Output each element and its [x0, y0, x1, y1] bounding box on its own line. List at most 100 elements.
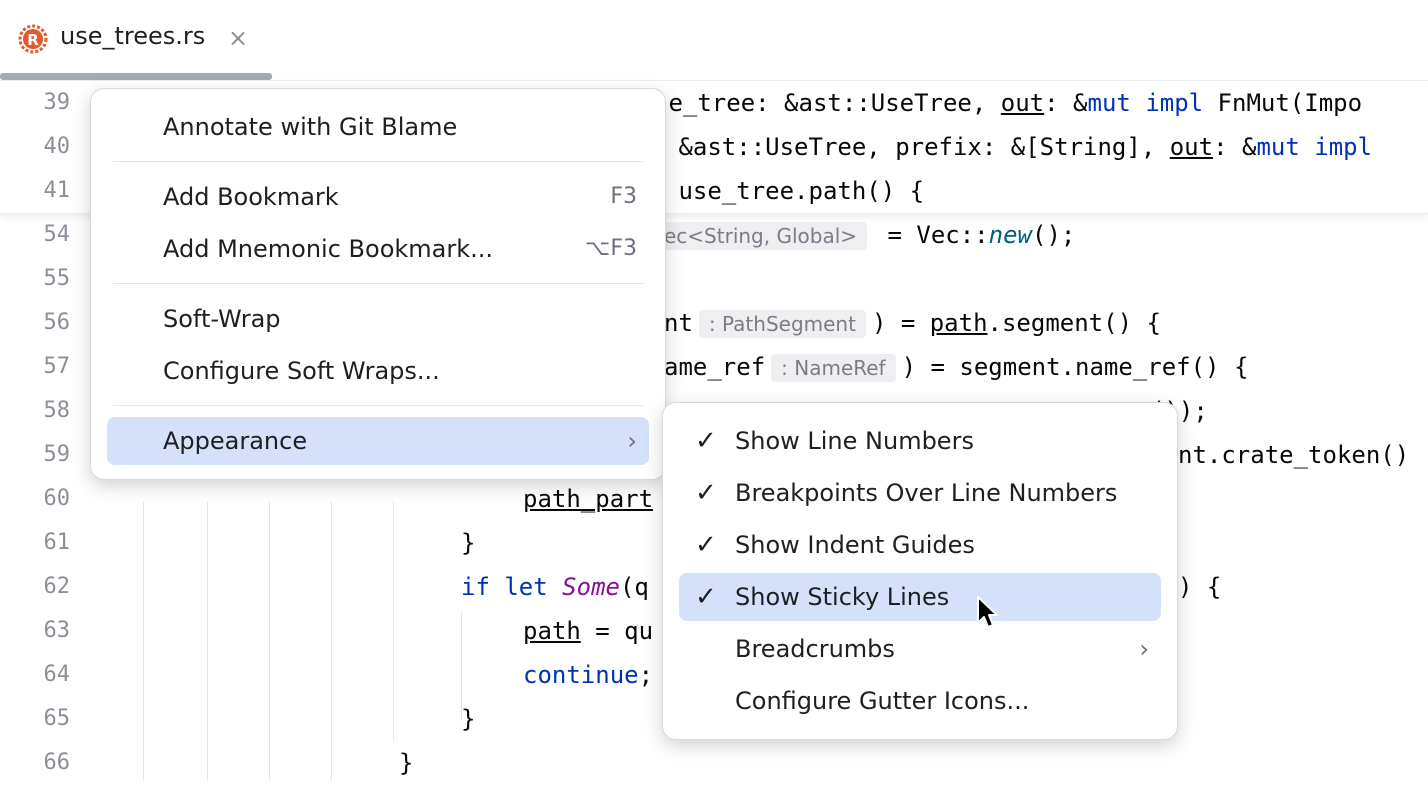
active-tab-indicator — [0, 73, 272, 80]
menu-item-soft-wrap[interactable]: Soft-Wrap — [109, 295, 647, 343]
line-number: 57 — [43, 354, 71, 379]
code-text: } — [461, 529, 476, 557]
menu-item-configure-soft-wraps[interactable]: Configure Soft Wraps... — [109, 347, 647, 395]
line-number: 60 — [43, 486, 71, 511]
menu-item-add-bookmark[interactable]: Add Bookmark F3 — [109, 173, 647, 221]
keyword: continue — [523, 661, 639, 689]
menu-separator — [113, 283, 643, 284]
menu-item-show-sticky-lines[interactable]: ✓ Show Sticky Lines — [679, 573, 1161, 621]
code-text: path_part — [523, 485, 654, 513]
type-hint: : NameRef — [771, 354, 896, 382]
keyword: mut — [1087, 89, 1131, 117]
code-line[interactable]: 60 path_part — [0, 477, 1428, 521]
indent-guide — [331, 501, 332, 781]
gutter-context-menu: Annotate with Git Blame Add Bookmark F3 … — [90, 88, 666, 480]
code-text — [1131, 89, 1145, 117]
menu-item-label: Show Line Numbers — [735, 427, 974, 455]
code-text: ; — [638, 661, 654, 689]
menu-item-add-mnemonic-bookmark[interactable]: Add Mnemonic Bookmark... ⌥F3 — [109, 225, 647, 273]
code-line[interactable]: 54 ec<String, Global> = Vec::new(); — [0, 213, 1428, 257]
keyword: let — [504, 573, 548, 601]
menu-item-show-line-numbers[interactable]: ✓ Show Line Numbers — [679, 417, 1161, 465]
menu-item-label: Configure Gutter Icons... — [735, 687, 1030, 715]
menu-item-label: Add Mnemonic Bookmark... — [163, 235, 494, 263]
menu-item-breakpoints-over-line-numbers[interactable]: ✓ Breakpoints Over Line Numbers — [679, 469, 1161, 517]
code-text: : & — [1044, 89, 1088, 117]
svg-text:R: R — [27, 31, 39, 49]
line-number: 59 — [43, 442, 71, 467]
type-hint: : PathSegment — [698, 310, 866, 338]
menu-item-label: Appearance — [163, 427, 308, 455]
menu-item-appearance[interactable]: Appearance › — [107, 417, 649, 465]
sticky-line[interactable]: 39 se_tree: &ast::UseTree, out: &mut imp… — [0, 81, 1428, 125]
indent-guide — [143, 501, 144, 781]
code-line[interactable]: 63 path = qu — [0, 609, 1428, 653]
chevron-right-icon: › — [627, 427, 637, 455]
line-number: 61 — [43, 530, 71, 555]
mouse-pointer-icon — [977, 596, 998, 628]
code-text: : & — [1213, 133, 1257, 161]
code-line[interactable]: 61 } — [0, 521, 1428, 565]
editor-tab-bar: R use_trees.rs × — [0, 0, 1428, 81]
code-text: .segment() { — [987, 309, 1161, 337]
chevron-right-icon: › — [1139, 635, 1149, 663]
code-text: ame_ref — [664, 353, 766, 381]
sticky-line[interactable]: 41 use_tree.path() { — [0, 169, 1428, 213]
menu-item-annotate-git-blame[interactable]: Annotate with Git Blame — [109, 103, 647, 151]
keyword: impl — [1145, 89, 1204, 117]
code-text: se_tree: &ast::UseTree, — [654, 89, 1001, 117]
code-text: nt.crate_token() — [1178, 441, 1410, 469]
code-text: ) { — [1178, 573, 1222, 601]
code-line[interactable]: 65 } — [0, 697, 1428, 741]
tab-title: use_trees.rs — [60, 22, 206, 50]
code-line[interactable]: 59 nt.crate_token() — [0, 433, 1428, 477]
checkmark-icon: ✓ — [695, 582, 717, 612]
code-line[interactable]: 62 if let Some(q ) { — [0, 565, 1428, 609]
code-line[interactable]: 55 — [0, 257, 1428, 301]
code-line[interactable]: 66 } — [0, 741, 1428, 785]
code-text: &ast::UseTree, prefix: &[String], — [664, 133, 1170, 161]
checkmark-icon: ✓ — [695, 426, 717, 456]
sticky-line[interactable]: 40 &ast::UseTree, prefix: &[String], out… — [0, 125, 1428, 169]
code-text: (); — [1032, 221, 1076, 249]
code-line[interactable]: 64 continue; — [0, 653, 1428, 697]
code-text: path — [929, 309, 988, 337]
menu-item-label: Breakpoints Over Line Numbers — [735, 479, 1118, 507]
code-line[interactable]: 57 ame_ref: NameRef) = segment.name_ref(… — [0, 345, 1428, 389]
appearance-submenu: ✓ Show Line Numbers ✓ Breakpoints Over L… — [662, 402, 1178, 740]
code-line[interactable]: 56 nt: PathSegment) = path.segment() { — [0, 301, 1428, 345]
checkmark-icon: ✓ — [695, 530, 717, 560]
indent-guide — [461, 611, 462, 721]
menu-item-configure-gutter-icons[interactable]: Configure Gutter Icons... — [679, 677, 1161, 725]
keyword: if — [461, 573, 490, 601]
checkmark-icon: ✓ — [695, 478, 717, 508]
menu-item-show-indent-guides[interactable]: ✓ Show Indent Guides — [679, 521, 1161, 569]
menu-item-label: Annotate with Git Blame — [163, 113, 458, 141]
close-icon[interactable]: × — [228, 24, 249, 52]
indent-guide — [393, 501, 394, 741]
menu-item-label: Soft-Wrap — [163, 305, 281, 333]
indent-guide — [269, 501, 270, 781]
line-number: 62 — [43, 574, 71, 599]
menu-item-breadcrumbs[interactable]: Breadcrumbs › — [679, 625, 1161, 673]
rust-file-icon: R — [18, 24, 48, 54]
code-text: path — [523, 617, 581, 645]
code-text: = qu — [580, 617, 654, 645]
editor-tab-use-trees[interactable]: R use_trees.rs × — [0, 0, 272, 80]
code-text: out — [1000, 89, 1045, 117]
code-text — [1300, 133, 1314, 161]
menu-item-label: Show Sticky Lines — [735, 583, 950, 611]
enum-variant: Some — [562, 573, 620, 601]
menu-item-label: Configure Soft Wraps... — [163, 357, 440, 385]
code-text: } — [399, 749, 414, 777]
code-text: nt — [664, 309, 693, 337]
code-text: use_tree.path() { — [664, 177, 925, 205]
menu-item-label: Show Indent Guides — [735, 531, 975, 559]
menu-item-label: Add Bookmark — [163, 183, 339, 211]
line-number: 63 — [43, 618, 71, 643]
menu-separator — [113, 405, 643, 406]
line-number: 66 — [43, 750, 71, 775]
function-call: new — [988, 221, 1032, 249]
line-number: 58 — [43, 398, 71, 423]
line-number: 55 — [43, 266, 71, 291]
